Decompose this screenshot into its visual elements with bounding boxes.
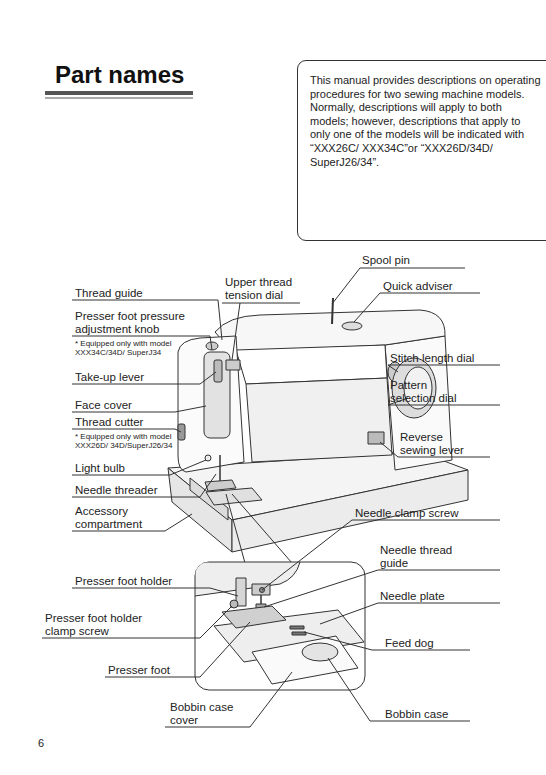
zoom-line (232, 494, 292, 563)
bobbin-case (302, 643, 338, 661)
part-label: Thread guide (75, 287, 215, 300)
leader-line (222, 303, 300, 360)
leader-line (72, 372, 216, 384)
leader-line (388, 365, 500, 372)
footnote: * Equipped only with model XXX34C/34D/ S… (75, 339, 175, 357)
part-label: Presser foot holder (75, 575, 205, 588)
title-rule (45, 98, 193, 99)
leader-line (72, 429, 181, 432)
note-text: Normally, descriptions will apply to bot… (310, 101, 542, 169)
leader-line (262, 520, 500, 590)
detail-illustration (195, 562, 364, 684)
leader-line (354, 293, 480, 322)
zoom-lines (226, 494, 292, 563)
part-label: Needle plate (380, 590, 490, 603)
take-up-lever (214, 360, 222, 382)
leader-line (304, 632, 470, 650)
needle (219, 455, 221, 484)
part-label: Quick adviser (383, 280, 483, 293)
leader-line (320, 603, 500, 624)
part-label: Needle clamp screw (355, 507, 495, 520)
quick-adviser (342, 322, 362, 330)
part-label: Bobbin case cover (170, 701, 242, 727)
part-label: Needle threader (75, 484, 195, 497)
leader-line (105, 622, 250, 677)
part-label: Thread cutter (75, 416, 175, 429)
thread-cutter (178, 424, 185, 440)
tension-dial (226, 360, 240, 370)
part-label: Take-up lever (75, 371, 195, 384)
part-label: Presser foot pressure adjustment knob (75, 310, 210, 336)
part-label: Upper thread tension dial (225, 276, 303, 302)
part-label: Face cover (75, 399, 175, 412)
page-number: 6 (38, 737, 58, 750)
part-label: Feed dog (385, 637, 465, 650)
part-label: Presser foot holder clamp screw (45, 612, 157, 638)
presser-foot (222, 606, 286, 628)
part-label: Spool pin (362, 254, 466, 267)
leader-line (72, 300, 222, 340)
machine-arm-top (215, 310, 445, 352)
part-label: Reverse sewing lever (400, 431, 478, 457)
part-label: Light bulb (75, 462, 175, 475)
part-label: Accessory compartment (75, 505, 160, 531)
machine-head (178, 336, 244, 472)
leader-line (72, 460, 206, 475)
part-label: Needle thread guide (380, 544, 465, 570)
note-text: This manual provides descriptions on ope… (310, 74, 542, 101)
bobbin-cover (252, 636, 358, 684)
machine-throat (246, 378, 392, 462)
detail-inset (195, 562, 365, 690)
spool-pin (332, 298, 333, 324)
part-label: Presser foot (108, 664, 198, 677)
leader-line (328, 658, 470, 721)
leader-line (72, 474, 216, 497)
footnote: * Equipped only with model XXX26D/ 34D/S… (75, 432, 175, 450)
zoom-line (226, 494, 245, 563)
title-rule (45, 91, 193, 95)
leader-line (165, 672, 292, 727)
leader-line (42, 606, 232, 638)
reverse-lever (368, 432, 384, 444)
page-title: Part names (55, 61, 184, 89)
note-box: This manual provides descriptions on ope… (297, 60, 546, 241)
leader-line (72, 588, 238, 596)
feed-dog (290, 626, 304, 629)
leader-lines (42, 268, 500, 727)
part-label: Bobbin case (385, 708, 465, 721)
arm-underside (195, 562, 300, 596)
part-label: Stitch length dial (390, 352, 500, 365)
leader-line (264, 570, 500, 607)
machine-arm-front (236, 345, 387, 384)
part-label: Pattern selection dial (390, 379, 470, 405)
